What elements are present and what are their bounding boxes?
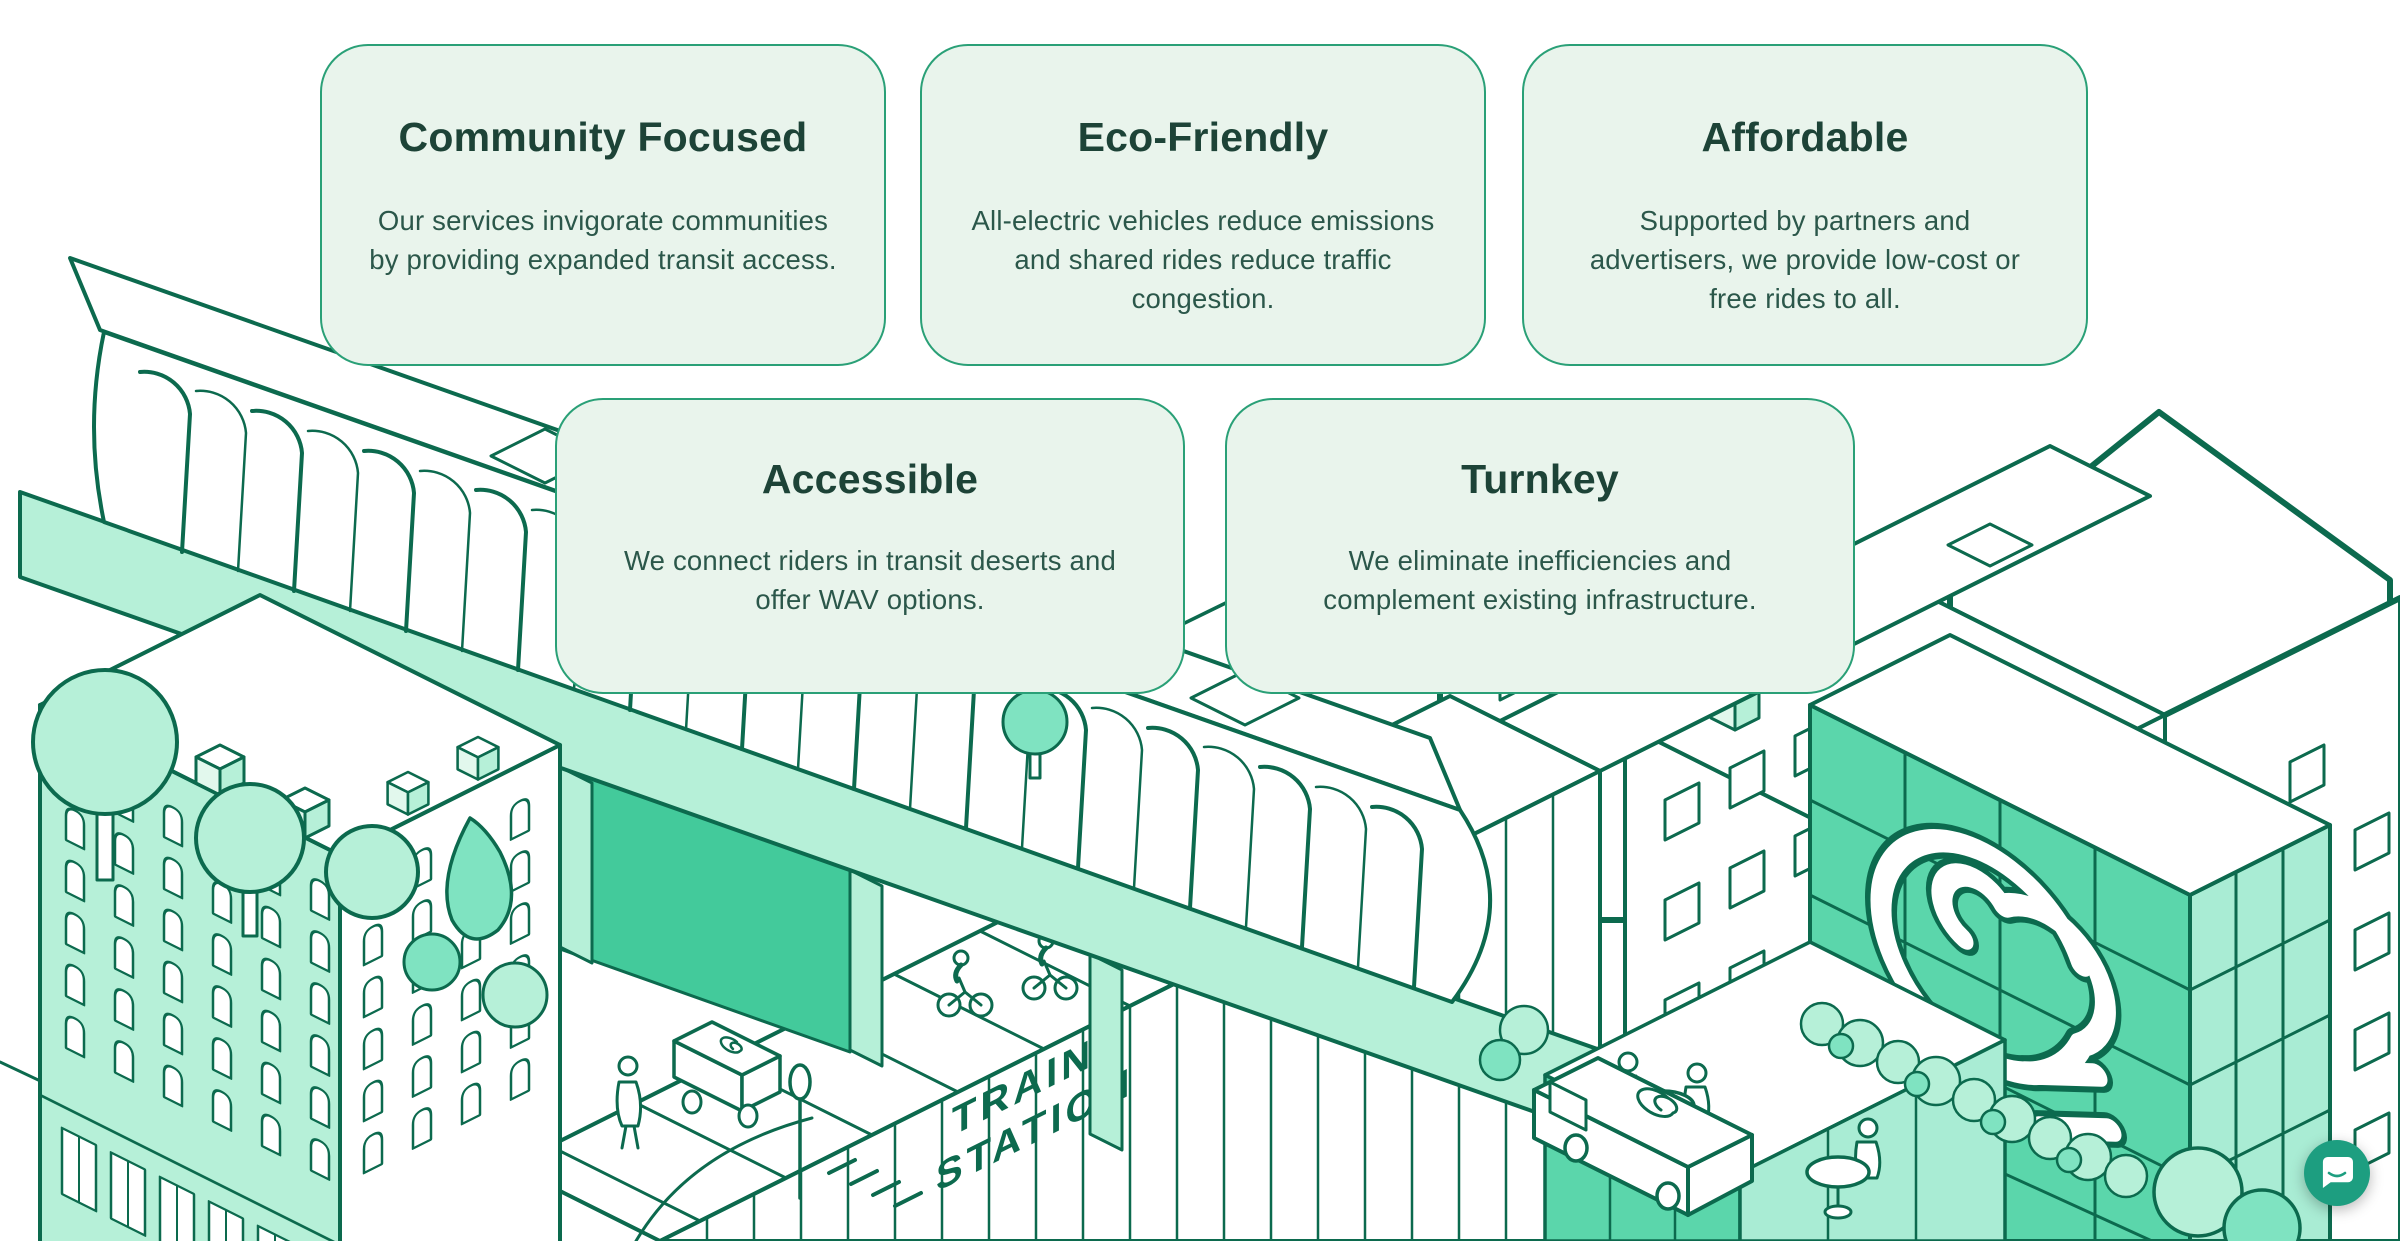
- card-body: Supported by partners and advertisers, w…: [1589, 205, 2021, 314]
- card-title: Community Focused: [398, 114, 808, 160]
- cafe-table: [1805, 1155, 1871, 1220]
- cyclist: [936, 949, 994, 1018]
- card-body: We connect riders in transit deserts and…: [623, 545, 1117, 615]
- card-title: Eco-Friendly: [1077, 114, 1329, 160]
- card-body: Our services invigorate communities by p…: [369, 205, 837, 275]
- card-body: We eliminate inefficiencies and compleme…: [1323, 545, 1757, 615]
- card-eco-friendly: Eco-Friendly All-electric vehicles reduc…: [920, 44, 1486, 366]
- pedestrian: [615, 1055, 643, 1150]
- card-accessible: Accessible We connect riders in transit …: [555, 398, 1185, 694]
- card-title: Accessible: [761, 456, 979, 502]
- hedges: [1478, 1001, 2302, 1241]
- trees-left: [31, 668, 549, 1029]
- logo-building: [1543, 633, 2332, 1241]
- shuttle-van: [672, 1020, 782, 1129]
- card-affordable: Affordable Supported by partners and adv…: [1522, 44, 2088, 366]
- shuttle-van: [1532, 1056, 1754, 1217]
- chat-launcher-button[interactable]: [2304, 1140, 2370, 1206]
- card-body: All-electric vehicles reduce emissions a…: [971, 205, 1435, 314]
- street-lamp: [788, 1063, 812, 1200]
- card-community-focused: Community Focused Our services invigorat…: [320, 44, 886, 366]
- street-details: [0, 932, 1079, 1241]
- card-turnkey: Turnkey We eliminate inefficiencies and …: [1225, 398, 1855, 694]
- card-title: Turnkey: [1461, 456, 1619, 502]
- chat-bubble-icon: [2320, 1157, 2354, 1189]
- card-title: Affordable: [1701, 114, 1909, 160]
